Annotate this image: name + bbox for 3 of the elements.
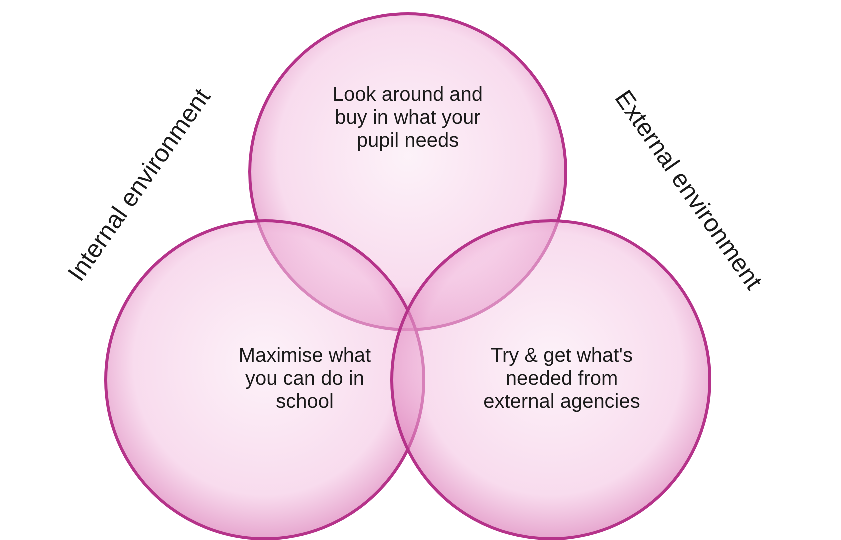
circle-text: Try & get what's needed from external agencies <box>482 345 642 414</box>
circle-text: Look around and buy in what your pupil needs <box>332 84 484 153</box>
circle-text: Maximise what you can do in school <box>238 345 372 414</box>
